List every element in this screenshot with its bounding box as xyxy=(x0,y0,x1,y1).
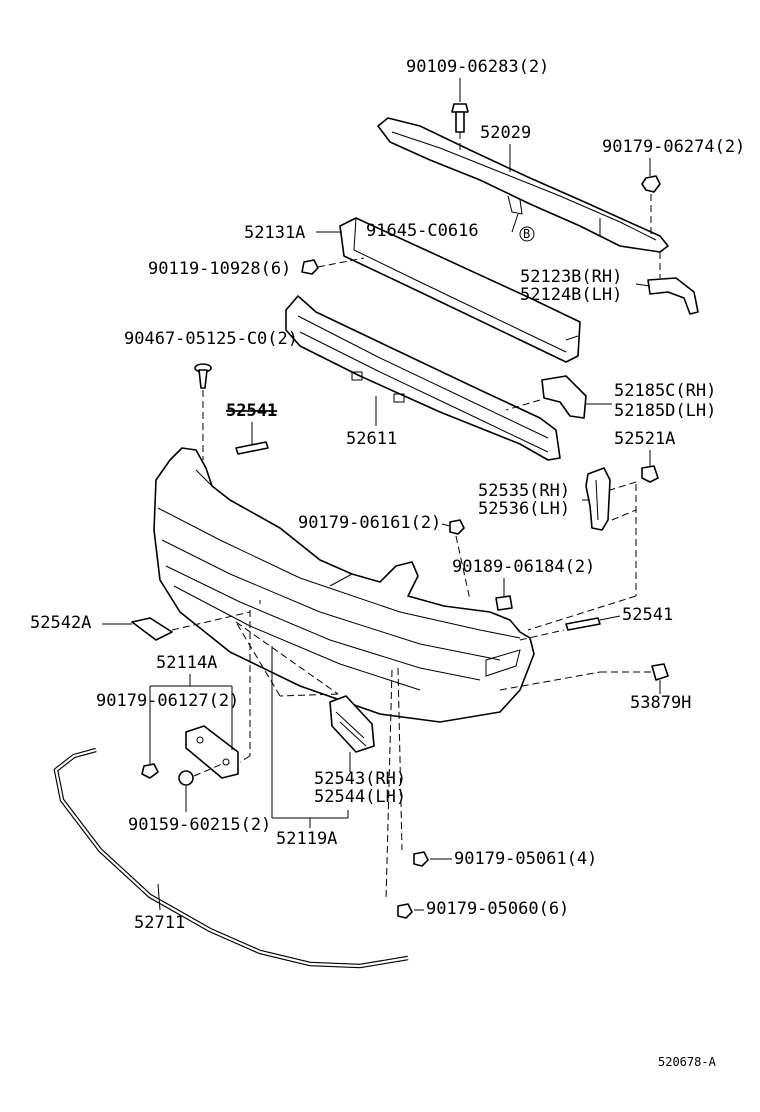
label-52611: 52611 xyxy=(346,429,397,449)
label-52541-right: 52541 xyxy=(622,605,673,625)
label-52535: 52535(RH) xyxy=(478,481,570,501)
strip-52541-top xyxy=(235,441,269,455)
nut-90179-06274 xyxy=(641,175,661,236)
moulding-52711 xyxy=(53,747,409,969)
label-90189: 90189-06184(2) xyxy=(452,557,595,577)
label-90179-06127: 90179-06127(2) xyxy=(96,691,239,711)
label-52119A: 52119A xyxy=(276,829,337,849)
grille-52543 xyxy=(329,695,375,753)
clip-52521A xyxy=(609,465,659,491)
label-90179-06161: 90179-06161(2) xyxy=(298,513,441,533)
nut-90179-06161 xyxy=(449,519,471,601)
assembly-lines xyxy=(171,484,652,901)
bracket-52123B xyxy=(647,252,699,315)
diagram-code: 520678-A xyxy=(658,1055,717,1069)
label-90179-05060: 90179-05060(6) xyxy=(426,899,569,919)
label-52124B: 52124B(LH) xyxy=(520,285,622,305)
label-52543: 52543(RH) xyxy=(314,769,406,789)
clip-90467 xyxy=(194,363,212,460)
label-90179-05061: 90179-05061(4) xyxy=(454,849,597,869)
label-52542A: 52542A xyxy=(30,613,91,633)
label-52029: 52029 xyxy=(480,123,531,143)
label-52114A: 52114A xyxy=(156,653,217,673)
clip-53879H xyxy=(651,663,669,681)
nut-90179-05061 xyxy=(413,851,429,867)
nut-90179-05060 xyxy=(397,903,413,919)
label-90179-06274: 90179-06274(2) xyxy=(602,137,745,157)
bolt-90109 xyxy=(451,103,469,152)
bracket-52114A xyxy=(185,725,239,779)
label-90467: 90467-05125-C0(2) xyxy=(124,329,298,349)
label-52544: 52544(LH) xyxy=(314,787,406,807)
bolt-90159 xyxy=(178,763,223,786)
label-91645: 91645-C0616 xyxy=(366,221,479,241)
bumper-cover xyxy=(153,447,535,723)
bracket-52535 xyxy=(585,467,611,531)
label-52185C: 52185C(RH) xyxy=(614,381,716,401)
label-90109: 90109-06283(2) xyxy=(406,57,549,77)
reinforcement-52611 xyxy=(285,295,561,461)
label-52185D: 52185D(LH) xyxy=(614,401,716,421)
label-52123B: 52123B(RH) xyxy=(520,267,622,287)
label-53879H: 53879H xyxy=(630,693,691,713)
label-90159: 90159-60215(2) xyxy=(128,815,271,835)
strip-52542A xyxy=(131,617,173,641)
labels: 90109-06283(2) 52029 90179-06274(2) 5213… xyxy=(30,57,745,1069)
label-52521A: 52521A xyxy=(614,429,675,449)
label-91645-mark: B xyxy=(523,227,530,241)
nut-90179-06127 xyxy=(141,763,159,779)
bracket-52185C xyxy=(505,375,587,419)
label-52536: 52536(LH) xyxy=(478,499,570,519)
reinforcement-52029 xyxy=(377,117,669,253)
label-90119: 90119-10928(6) xyxy=(148,259,291,279)
label-52541-top: 52541 xyxy=(226,401,277,421)
clip-90189 xyxy=(495,595,513,611)
strip-52541-right xyxy=(565,617,601,631)
label-52131A: 52131A xyxy=(244,223,305,243)
label-52711: 52711 xyxy=(134,913,185,933)
bolt-90119 xyxy=(301,257,365,275)
absorber-52131A xyxy=(339,217,581,363)
